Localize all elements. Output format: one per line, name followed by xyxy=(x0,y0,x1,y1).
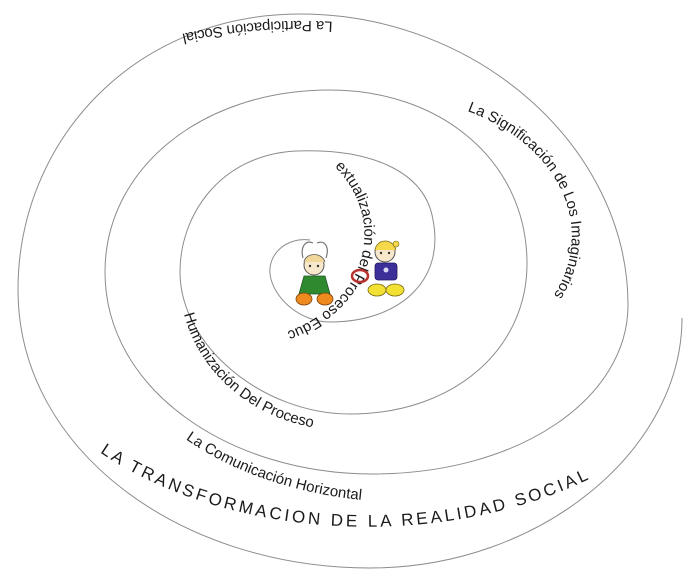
spiral-ring-middle xyxy=(104,89,629,475)
label-participacion-social: La Participación Social xyxy=(181,17,333,47)
spiral-rings xyxy=(17,13,683,569)
boy-figure-icon xyxy=(367,240,405,297)
spiral-ring-center xyxy=(269,219,436,323)
spiral-ring-outer xyxy=(17,13,683,569)
spiral-ring-inner xyxy=(179,150,528,415)
hoop-icon xyxy=(350,268,370,284)
children-illustration xyxy=(295,240,405,306)
girl-figure-icon xyxy=(295,241,334,306)
label-significacion-imaginarios: La Significación de Los Imaginarios xyxy=(466,99,585,302)
